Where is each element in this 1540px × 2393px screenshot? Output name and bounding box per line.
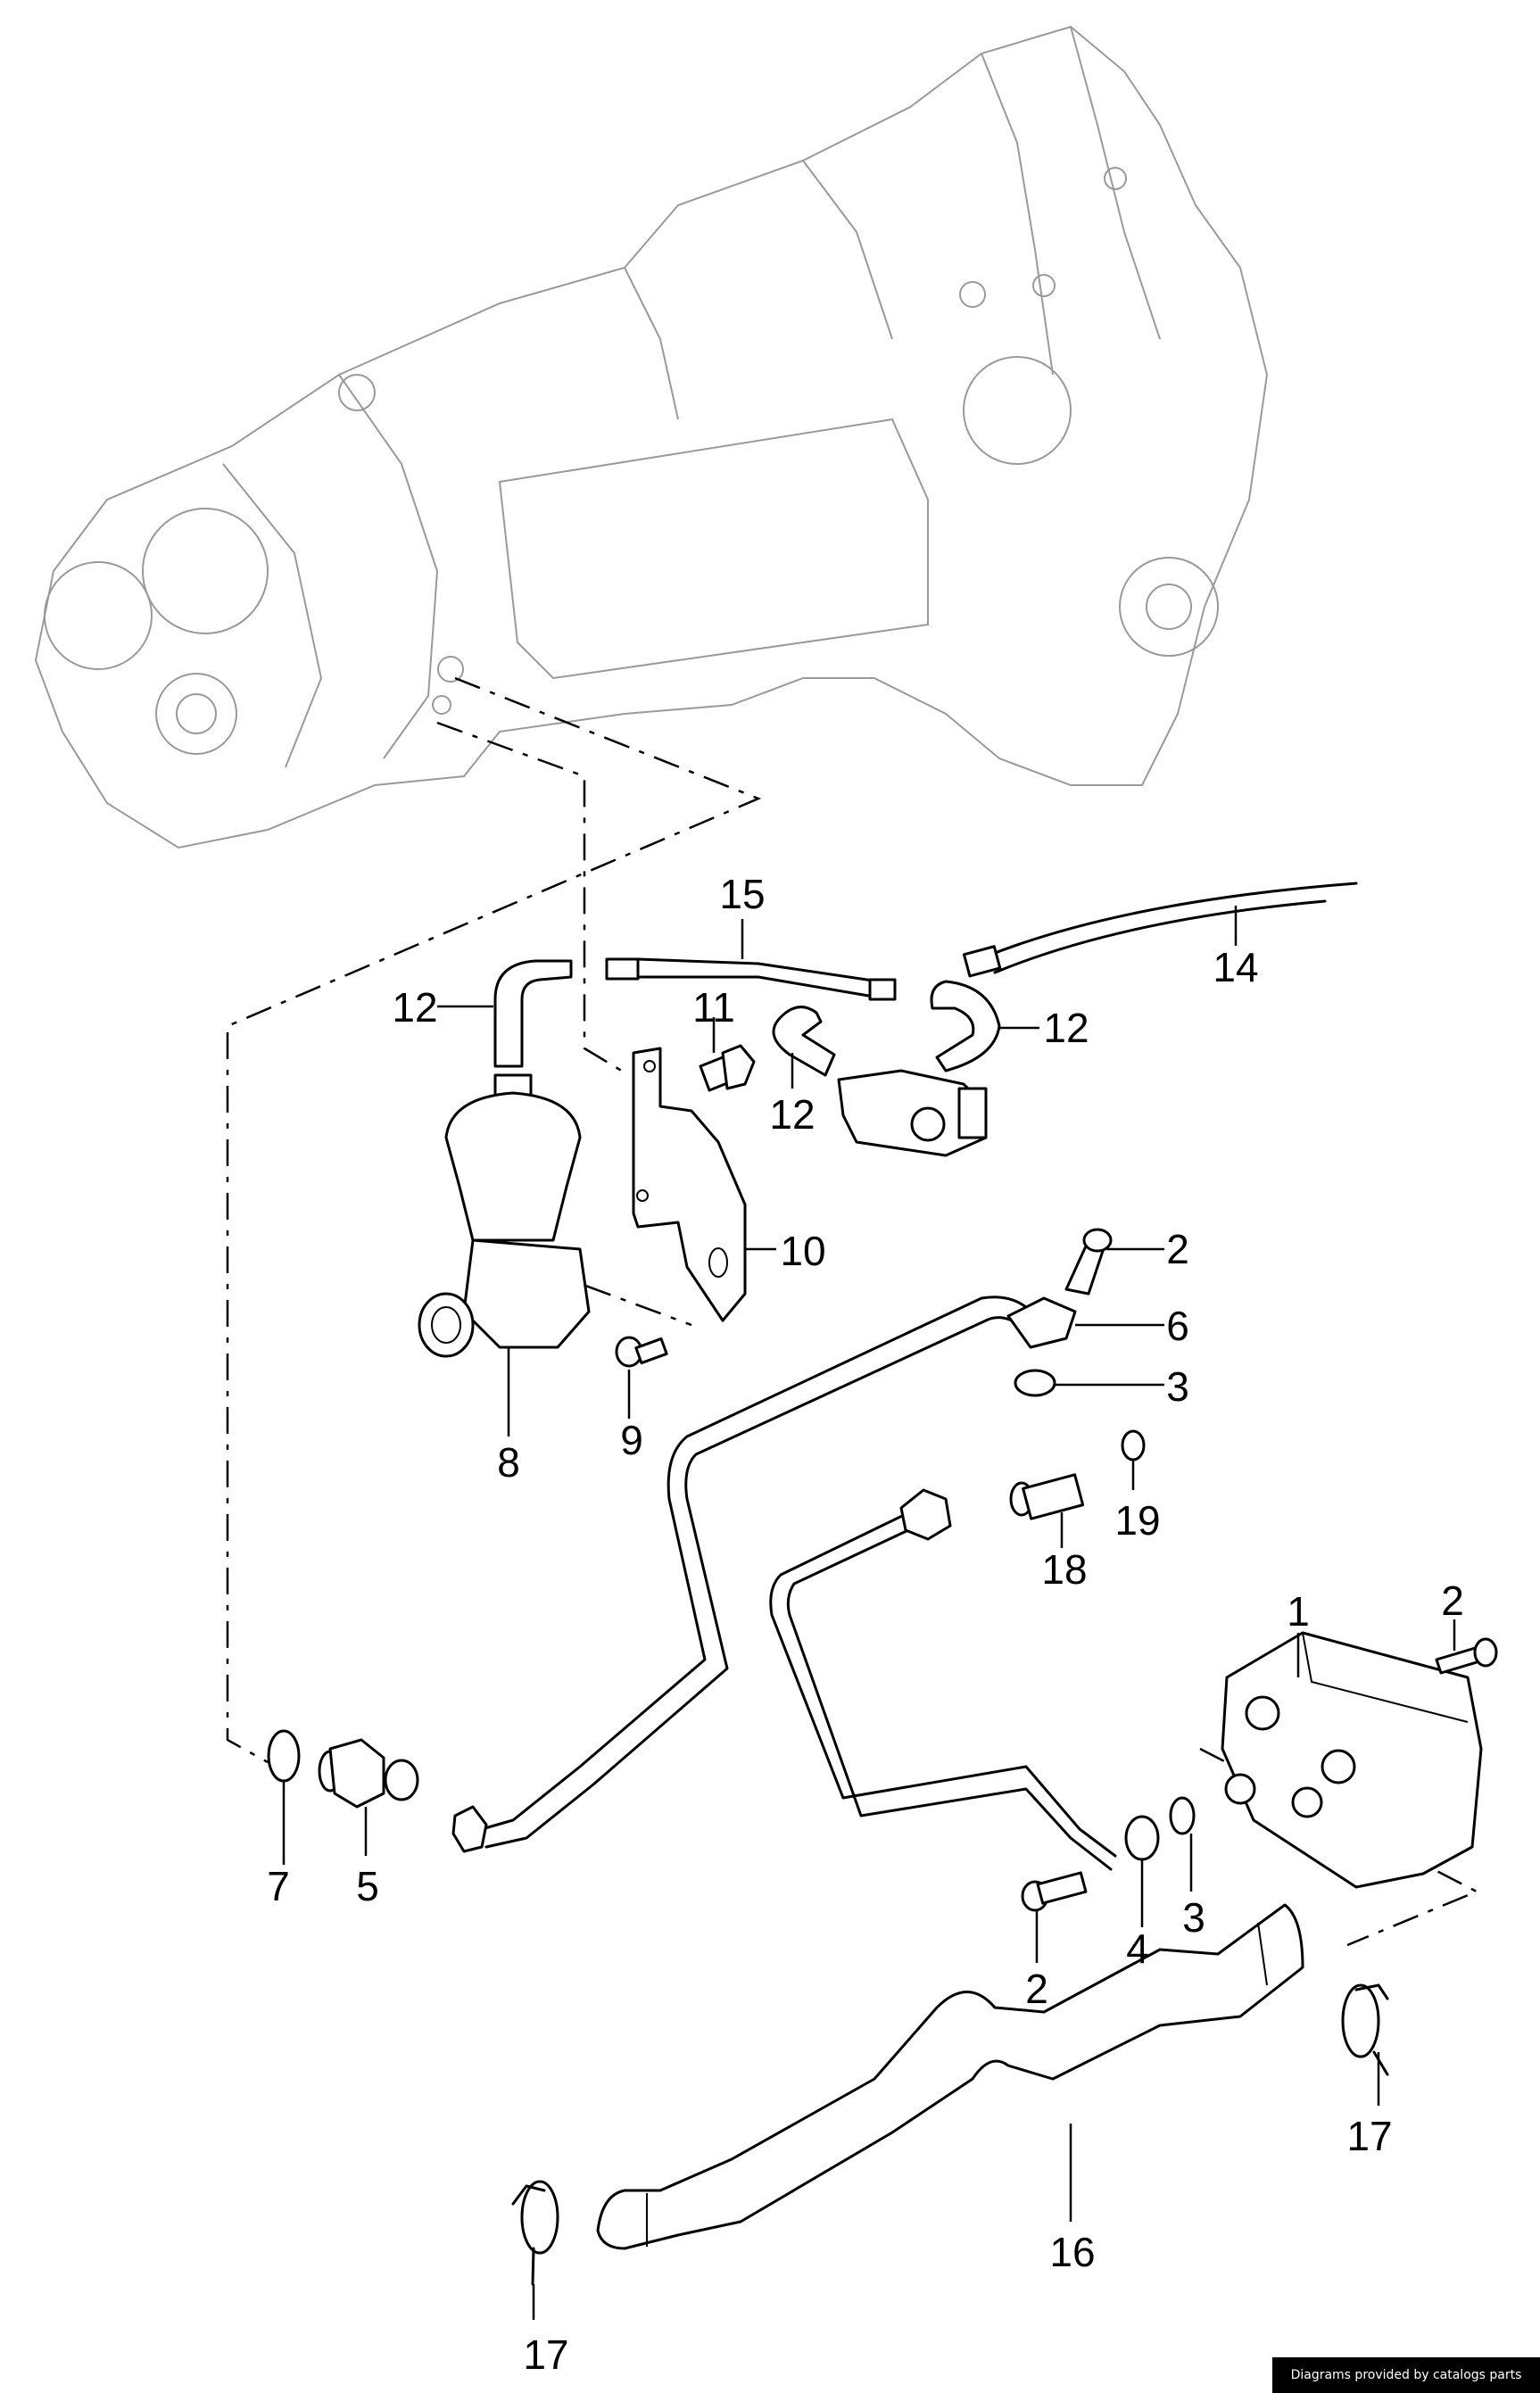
sealing-ring-3-lower: [1169, 1796, 1196, 1835]
leader-lines: [282, 906, 1456, 2320]
bolt-9: [615, 1336, 668, 1368]
transmission-housing: [34, 25, 1269, 849]
sealing-ring-19: [1121, 1429, 1146, 1461]
coolant-hose-16: [596, 1903, 1304, 2250]
callout-5[interactable]: 6: [1166, 1303, 1189, 1349]
callout-12-middle[interactable]: 12: [769, 1091, 815, 1138]
pipe-flange-4: [1124, 1815, 1160, 1861]
callout-2-cooler[interactable]: 2: [1441, 1577, 1464, 1624]
callout-9[interactable]: 9: [620, 1417, 643, 1463]
valve: [418, 1073, 591, 1358]
callout-8[interactable]: 8: [497, 1439, 520, 1486]
solenoid-valve: [837, 1069, 988, 1157]
sealing-ring-3-upper: [1014, 1369, 1056, 1397]
union-fitting-18: [1009, 1473, 1085, 1520]
callout-2-lower[interactable]: 2: [1025, 1966, 1048, 2012]
callout-17-left[interactable]: 17: [523, 2331, 568, 2378]
callout-18[interactable]: 18: [1041, 1546, 1087, 1593]
callout-16[interactable]: 16: [1049, 2229, 1095, 2275]
oil-line-lower: [769, 1488, 1117, 1871]
callout-14[interactable]: 14: [1213, 944, 1258, 990]
pipe-nut: [451, 1805, 488, 1853]
bracket: [632, 1047, 747, 1322]
callout-12-left[interactable]: 12: [392, 984, 437, 1031]
oil-cooler: [1221, 1631, 1483, 1889]
sealing-ring-7: [267, 1729, 301, 1783]
callout-12-right[interactable]: 12: [1043, 1005, 1089, 1051]
callout-labels: 12 15 11 12 12 14 10 8 9 2 6 3 19 18 1 2…: [267, 871, 1464, 2378]
vacuum-line-15: [605, 957, 897, 1001]
callout-4[interactable]: 4: [1126, 1925, 1149, 1972]
oil-line-upper: [467, 1296, 1077, 1849]
union-fitting-6: [318, 1738, 419, 1809]
bolt-2-lower: [1021, 1871, 1088, 1912]
bolt-11: [699, 1044, 756, 1092]
callout-7[interactable]: 7: [267, 1863, 290, 1909]
hose-elbow-right: [930, 980, 1001, 1072]
bolt-2-upper: [1064, 1228, 1113, 1296]
vacuum-line-14: [962, 882, 1358, 978]
credit-label: Diagrams provided by catalogs parts: [1272, 2357, 1540, 2393]
callout-11[interactable]: 11: [692, 984, 735, 1031]
callout-15[interactable]: 15: [719, 871, 765, 917]
hose-clamp-17-right: [1341, 1983, 1389, 2076]
bolt-2-cooler: [1435, 1637, 1498, 1675]
hose-clamp-17-left: [511, 2180, 559, 2286]
callout-10[interactable]: 10: [780, 1228, 825, 1274]
callout-2-upper[interactable]: 2: [1166, 1226, 1189, 1272]
callout-1[interactable]: 1: [1287, 1588, 1310, 1635]
callout-3-lower[interactable]: 3: [1182, 1894, 1205, 1941]
callout-3-upper[interactable]: 3: [1166, 1363, 1189, 1410]
hose-elbow-left: [493, 959, 573, 1068]
callout-17-right[interactable]: 17: [1346, 2113, 1392, 2159]
callout-6[interactable]: 5: [356, 1863, 379, 1909]
callout-19[interactable]: 19: [1114, 1497, 1160, 1544]
hose-elbow-middle: [772, 1006, 836, 1077]
